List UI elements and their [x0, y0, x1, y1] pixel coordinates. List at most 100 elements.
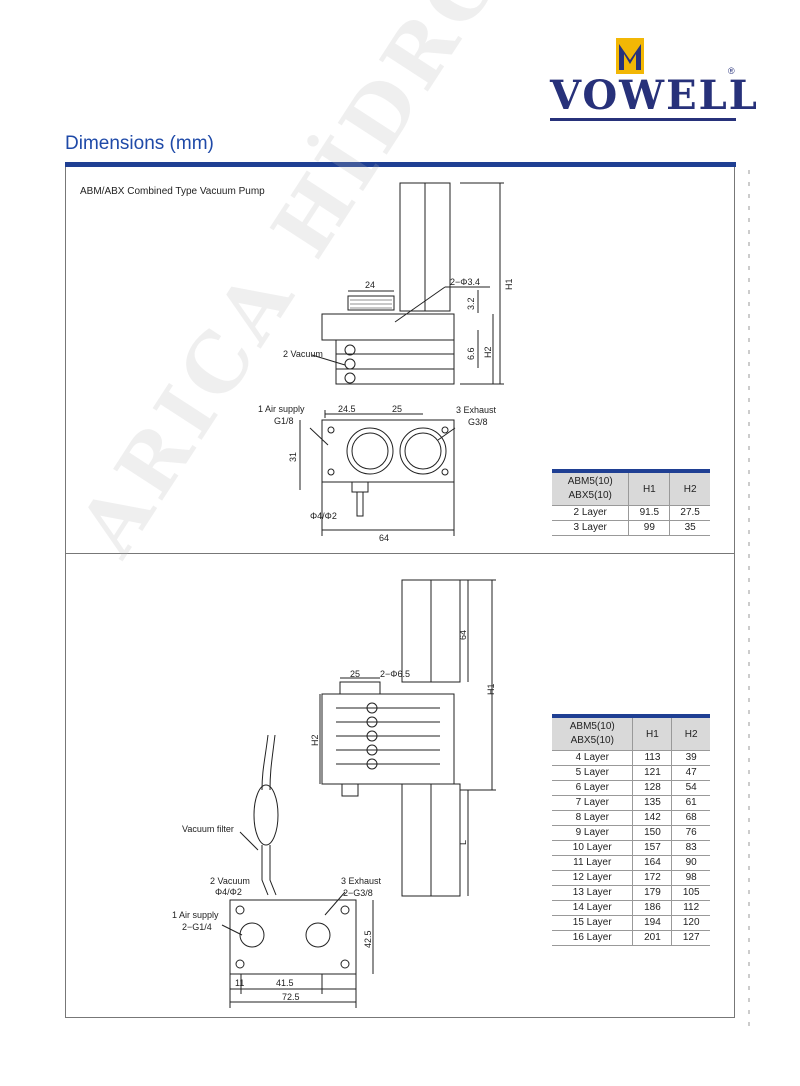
table-row: 2 Layer 91.5 27.5: [552, 505, 710, 521]
h2-cell: 39: [671, 750, 710, 766]
h2-cell: 90: [671, 855, 710, 871]
h1-cell: 135: [632, 795, 672, 811]
layer-cell: 8 Layer: [552, 810, 633, 826]
dim-h2: H2: [483, 346, 493, 358]
dim-h2-s2: H2: [310, 734, 320, 746]
h1-cell: 179: [632, 885, 672, 901]
dim-l: L: [458, 840, 468, 845]
label-g3-8: G3/8: [468, 417, 488, 427]
section-divider: [65, 553, 735, 554]
label-air-supply-s2: 1 Air supply: [172, 910, 219, 920]
h1-cell: 121: [632, 765, 672, 781]
table-header-h2: H2: [669, 469, 710, 506]
layer-cell: 14 Layer: [552, 900, 633, 916]
table-row: 3 Layer 99 35: [552, 520, 710, 536]
section1-table: ABM5(10) ABX5(10) H1 H2 2 Layer 91.5 27.…: [552, 469, 710, 536]
dim-72-5: 72.5: [282, 992, 300, 1002]
dim-6-6: 6.6: [466, 347, 476, 360]
dim-25-s2: 25: [350, 669, 360, 679]
h1-cell: 164: [632, 855, 672, 871]
table-header-h1: H1: [628, 469, 670, 506]
table-header-h1: H1: [632, 714, 672, 751]
dim-64: 64: [379, 533, 389, 543]
h1-cell: 150: [632, 825, 672, 841]
layer-cell: 13 Layer: [552, 885, 633, 901]
section1-caption: ABM/ABX Combined Type Vacuum Pump: [80, 186, 265, 197]
h1-cell: 157: [632, 840, 672, 856]
layer-cell: 11 Layer: [552, 855, 633, 871]
h1-cell: 113: [632, 750, 672, 766]
title-bar: [65, 162, 736, 167]
dim-11: 11: [235, 978, 244, 988]
label-phi4-phi2: Φ4/Φ2: [310, 511, 337, 521]
dim-24-5: 24.5: [338, 404, 356, 414]
dim-h1-s2: H1: [486, 683, 496, 695]
h2-cell: 105: [671, 885, 710, 901]
h2-cell: 83: [671, 840, 710, 856]
dashed-side-line: [748, 170, 750, 1030]
drawing-frame: [65, 167, 735, 1018]
dim-phi65: 2−Φ6.5: [380, 669, 410, 679]
h1-cell: 194: [632, 915, 672, 931]
dim-phi34: 2−Φ3.4: [450, 277, 480, 287]
logo-mark-icon: [616, 38, 644, 74]
label-g1-4: 2−G1/4: [182, 922, 212, 932]
h1-cell: 172: [632, 870, 672, 886]
label-vacuum: 2 Vacuum: [283, 349, 323, 359]
h2-cell: 120: [671, 915, 710, 931]
label-exhaust-s2: 3 Exhaust: [341, 876, 382, 886]
h1-cell: 128: [632, 780, 672, 796]
dim-25: 25: [392, 404, 402, 414]
label-exhaust: 3 Exhaust: [456, 405, 497, 415]
dim-41-5: 41.5: [276, 978, 294, 988]
h2-cell: 112: [671, 900, 710, 916]
h1-cell: 201: [632, 930, 672, 946]
layer-cell: 16 Layer: [552, 930, 633, 946]
dim-42-5: 42.5: [363, 930, 373, 948]
label-g1-8: G1/8: [274, 416, 294, 426]
table-header-h2: H2: [671, 714, 710, 751]
table-header-model: ABM5(10) ABX5(10): [552, 469, 629, 506]
label-phi4-phi2-s2: Φ4/Φ2: [215, 887, 242, 897]
h2-cell: 76: [671, 825, 710, 841]
h2-cell: 127: [671, 930, 710, 946]
vowell-logo: VOWELL ®: [550, 34, 757, 124]
layer-cell: 5 Layer: [552, 765, 633, 781]
h1-cell: 186: [632, 900, 672, 916]
dim-24: 24: [365, 280, 375, 290]
label-air-supply: 1 Air supply: [258, 404, 305, 414]
dim-64-vertical: 64: [458, 630, 468, 640]
table-header-model: ABM5(10) ABX5(10): [552, 714, 633, 751]
layer-cell: 10 Layer: [552, 840, 633, 856]
dim-31: 31: [288, 452, 298, 462]
layer-cell: 6 Layer: [552, 780, 633, 796]
label-g3-8-s2: 2−G3/8: [343, 888, 373, 898]
h2-cell: 47: [671, 765, 710, 781]
h2-cell: 98: [671, 870, 710, 886]
layer-cell: 9 Layer: [552, 825, 633, 841]
page-title: Dimensions (mm): [65, 133, 214, 154]
layer-cell: 12 Layer: [552, 870, 633, 886]
h2-cell: 61: [671, 795, 710, 811]
layer-cell: 7 Layer: [552, 795, 633, 811]
layer-cell: 15 Layer: [552, 915, 633, 931]
h2-cell: 68: [671, 810, 710, 826]
label-vacuum-filter: Vacuum filter: [182, 824, 234, 834]
logo-underline: [550, 118, 736, 121]
